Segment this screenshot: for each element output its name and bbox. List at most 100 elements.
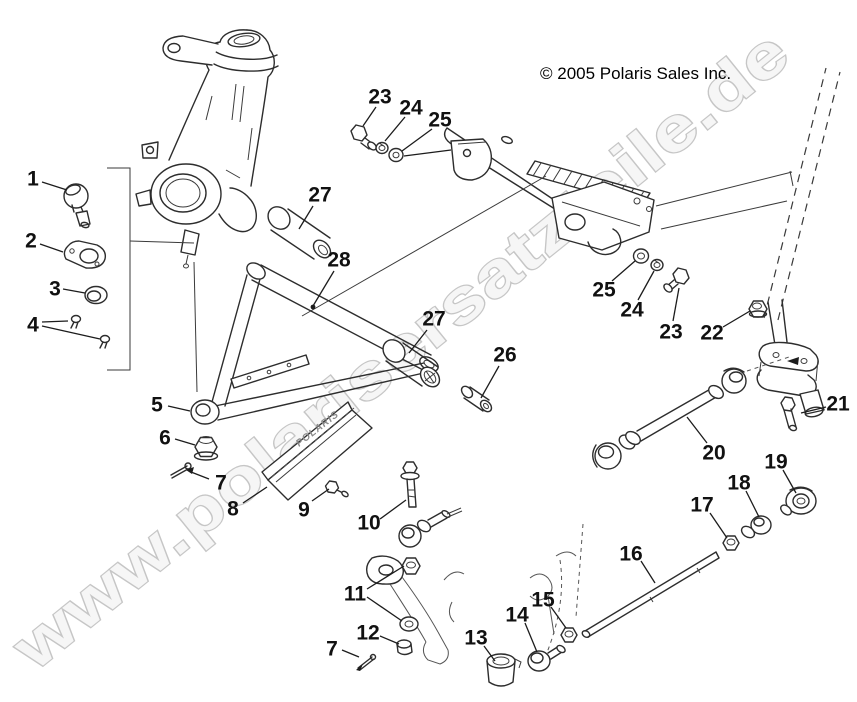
leader-line-22 (722, 310, 751, 328)
callout-14: 14 (505, 604, 529, 627)
part-25-washer-top (388, 147, 404, 163)
leader-line-12 (379, 635, 400, 645)
part-1-ball-joint (63, 183, 91, 229)
copyright-text: © 2005 Polaris Sales Inc. (540, 64, 731, 83)
leader-line-11 (366, 596, 403, 622)
leader-line-25 (611, 260, 636, 282)
steering-knuckle-drawing (135, 29, 279, 269)
callout-16: 16 (619, 543, 642, 566)
leader-line-16 (640, 560, 656, 584)
callout-25: 25 (592, 279, 616, 302)
callout-18: 18 (727, 472, 751, 495)
callout-9: 9 (298, 499, 310, 522)
callout-13: 13 (464, 627, 487, 650)
callout-4: 4 (27, 314, 39, 337)
part-7-cotter-pin (170, 462, 194, 479)
part-8-guard: POLARIS (261, 401, 373, 501)
part-15-nut (560, 627, 578, 643)
callout-27: 27 (308, 184, 331, 207)
leader-line-10 (379, 499, 407, 520)
leader-line-3 (62, 288, 86, 294)
callout-25: 25 (428, 109, 452, 132)
leader-line-4 (41, 325, 101, 340)
callout-24: 24 (620, 299, 644, 322)
part-24-lock-washer-right (650, 258, 664, 272)
part-7-cotter-pin-lower (356, 653, 377, 671)
part-24-lock-washer-top (375, 141, 389, 155)
part-11-nut-washer (399, 557, 421, 632)
part-13-bushing (486, 653, 522, 687)
callout-19: 19 (764, 451, 787, 474)
callout-bracket-1-4 (107, 167, 198, 393)
leader-line-26 (480, 365, 500, 399)
leader-line-11 (366, 565, 405, 590)
part-22-nut (748, 300, 768, 318)
callout-23: 23 (659, 321, 682, 344)
callout-20: 20 (702, 442, 725, 465)
part-3-retainer-ring (84, 285, 108, 305)
callout-28: 28 (327, 249, 351, 272)
callout-7: 7 (215, 472, 227, 495)
leader-line-25 (403, 149, 452, 157)
part-17-nut (722, 535, 740, 551)
part-9-bolt (324, 480, 349, 498)
leader-line-25 (401, 128, 433, 152)
leader-line-19 (782, 469, 797, 494)
callout-10: 10 (357, 512, 380, 535)
callout-15: 15 (531, 589, 555, 612)
part-20-tie-rod (592, 356, 790, 470)
callout-1: 1 (27, 168, 39, 191)
leader-line-23 (362, 106, 377, 127)
leader-line-9 (311, 488, 330, 502)
leader-line-17 (709, 512, 728, 539)
steering-post-drawing (756, 67, 841, 418)
frame-bracket-ghost (365, 551, 577, 665)
part-4-screws (70, 314, 111, 349)
part-25-washer-right (632, 248, 650, 264)
part-16-tie-rod-shaft (581, 551, 720, 639)
part-21-bolt (780, 396, 798, 432)
part-10-bolt-rod-end (398, 461, 463, 548)
callout-24: 24 (399, 97, 423, 120)
callout-23: 23 (368, 86, 391, 109)
leader-line-5 (167, 405, 191, 412)
leader-line-27 (408, 329, 428, 354)
part-26-spacer (460, 385, 493, 413)
callout-8: 8 (227, 498, 239, 521)
callout-26: 26 (493, 344, 516, 367)
part-27-bushings (267, 206, 441, 388)
part-18-rod-end (740, 515, 772, 539)
leader-line-28 (312, 270, 335, 307)
leader-line-2 (39, 243, 64, 253)
part-6-nut (193, 436, 219, 461)
leader-line-13 (483, 645, 496, 662)
part-23-bolt-right (663, 267, 690, 293)
callout-17: 17 (690, 494, 713, 517)
part-19-rod-end (780, 486, 817, 516)
leader-line-7 (341, 649, 360, 658)
callout-5: 5 (151, 394, 163, 417)
callout-6: 6 (159, 427, 171, 450)
leader-line-21 (800, 406, 827, 414)
leader-line-15 (550, 606, 567, 629)
leader-line-27 (298, 205, 314, 230)
leader-line-8 (242, 486, 268, 504)
callout-27: 27 (422, 308, 445, 331)
leader-line-18 (745, 490, 760, 518)
part-23-bolt-top (350, 124, 377, 151)
leader-line-6 (174, 438, 196, 446)
leader-line-24 (637, 270, 655, 301)
callout-21: 21 (826, 393, 850, 416)
leader-line-23 (672, 287, 680, 322)
callout-11: 11 (344, 583, 367, 606)
leader-line-14 (524, 622, 538, 653)
leader-line-7 (190, 471, 210, 480)
callout-12: 12 (356, 622, 379, 645)
part-14-rod-end (527, 644, 566, 672)
leader-line-4 (41, 320, 69, 323)
callout-2: 2 (25, 230, 37, 253)
alignment-lines (301, 175, 584, 618)
part-12-bushing (396, 639, 413, 656)
